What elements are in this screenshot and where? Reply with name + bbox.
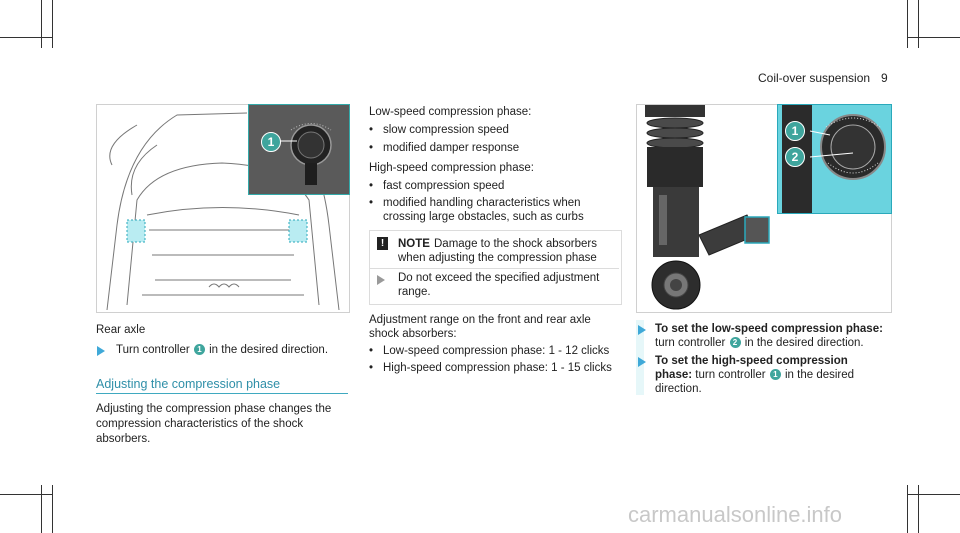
note-box <box>369 230 622 305</box>
adjustment-range-text: shock absorbers: <box>369 328 457 340</box>
crop-mark <box>918 485 919 533</box>
controller-inset-photo: 1 <box>248 104 350 195</box>
adjustment-knob-icon <box>782 105 886 213</box>
inline-callout-2: 2 <box>729 337 741 348</box>
list-item-text: High-speed compression phase: 1 - 15 cli… <box>383 362 612 374</box>
bullet-dot: • <box>369 345 374 357</box>
page-number: 9 <box>881 71 888 85</box>
instruction-text: turn controller <box>655 337 726 349</box>
list-item-text: fast compression speed <box>383 180 505 192</box>
crop-mark <box>907 37 960 38</box>
list-item: • slow compression speed <box>369 123 619 138</box>
crop-mark <box>907 494 960 495</box>
intro-line: compression characteristics of the shock <box>96 418 304 430</box>
instruction-text: turn controller <box>695 369 766 381</box>
page-header-title: Coil-over suspension <box>758 71 871 85</box>
car-trunk-illustration <box>106 112 340 311</box>
callout-1: 1 <box>785 121 805 141</box>
crop-mark <box>0 37 52 38</box>
callout-2: 2 <box>785 147 805 167</box>
shock-absorber-illustration <box>645 105 770 310</box>
step-instruction: phase: turn controller 1 in the desired <box>655 368 854 383</box>
callout-1: 1 <box>261 132 281 152</box>
crop-mark <box>52 0 53 48</box>
crop-mark <box>52 485 53 533</box>
bullet-dot: • <box>369 180 374 192</box>
list-item: • High-speed compression phase: 1 - 15 c… <box>369 361 629 376</box>
instruction-text: Turn controller <box>116 344 190 356</box>
watermark: carmanualsonline.info <box>628 502 843 527</box>
adjustment-range-text: Adjustment range on the front and rear a… <box>369 314 591 326</box>
controller-detail-inset: 1 2 <box>777 104 892 214</box>
bullet-dot: • <box>369 142 374 154</box>
list-item-text: slow compression speed <box>383 124 509 136</box>
list-item-text: Low-speed compression phase: 1 - 12 clic… <box>383 345 610 357</box>
crop-mark <box>907 485 908 533</box>
step-arrow-icon <box>97 346 105 356</box>
step-arrow-icon <box>377 275 385 285</box>
intro-line: absorbers. <box>96 433 151 445</box>
instruction-text-end: in the desired direction. <box>209 344 329 356</box>
bullet-dot: • <box>369 362 374 374</box>
crop-mark <box>41 485 42 533</box>
step-instruction: turn controller 2 in the desired directi… <box>655 336 864 351</box>
turn-controller-instruction: Turn controller 1 in the desired directi… <box>116 343 328 358</box>
step-title-low-speed: To set the low-speed compression phase: <box>655 323 883 335</box>
warning-icon: ! <box>377 237 388 250</box>
crop-mark <box>907 0 908 48</box>
list-item: • modified damper response <box>369 141 619 156</box>
figure-caption: Rear axle <box>96 324 146 336</box>
note-step-text: Do not exceed the specified adjustment <box>398 272 600 284</box>
crop-mark <box>41 0 42 48</box>
step-arrow-icon <box>638 357 646 367</box>
note-step-text: range. <box>398 286 431 298</box>
bullet-dot: • <box>369 124 374 136</box>
crop-mark <box>0 494 52 495</box>
heading-rule <box>96 393 348 394</box>
list-item-text: modified handling characteristics when <box>383 197 581 209</box>
high-speed-label: High-speed compression phase: <box>369 162 534 174</box>
intro-line: Adjusting the compression phase changes … <box>96 403 332 415</box>
list-item-continuation: crossing large obstacles, such as curbs <box>383 211 584 223</box>
inline-callout-1: 1 <box>769 369 781 380</box>
damper-controller-icon <box>279 123 332 185</box>
list-item: • modified handling characteristics when <box>369 196 619 211</box>
step-instruction-cont: direction. <box>655 383 702 395</box>
note-text: when adjusting the compression phase <box>398 252 597 264</box>
note-text: Damage to the shock absorbers <box>434 238 598 250</box>
list-item-text: modified damper response <box>383 142 520 154</box>
list-item: • Low-speed compression phase: 1 - 12 cl… <box>369 344 629 359</box>
note-divider <box>370 268 619 269</box>
note-label: NOTE <box>398 238 430 250</box>
crop-mark <box>918 0 919 48</box>
step-title-high-speed-cont: phase: <box>655 369 693 381</box>
step-title-high-speed: To set the high-speed compression <box>655 355 848 367</box>
instruction-text-end: in the desired <box>785 369 855 381</box>
inline-callout-1: 1 <box>193 344 205 355</box>
instruction-text-end: in the desired direction. <box>744 337 864 349</box>
bullet-dot: • <box>369 197 374 209</box>
step-arrow-icon <box>638 325 646 335</box>
section-heading: Adjusting the compression phase <box>96 377 281 391</box>
list-item: • fast compression speed <box>369 179 619 194</box>
low-speed-label: Low-speed compression phase: <box>369 106 532 118</box>
